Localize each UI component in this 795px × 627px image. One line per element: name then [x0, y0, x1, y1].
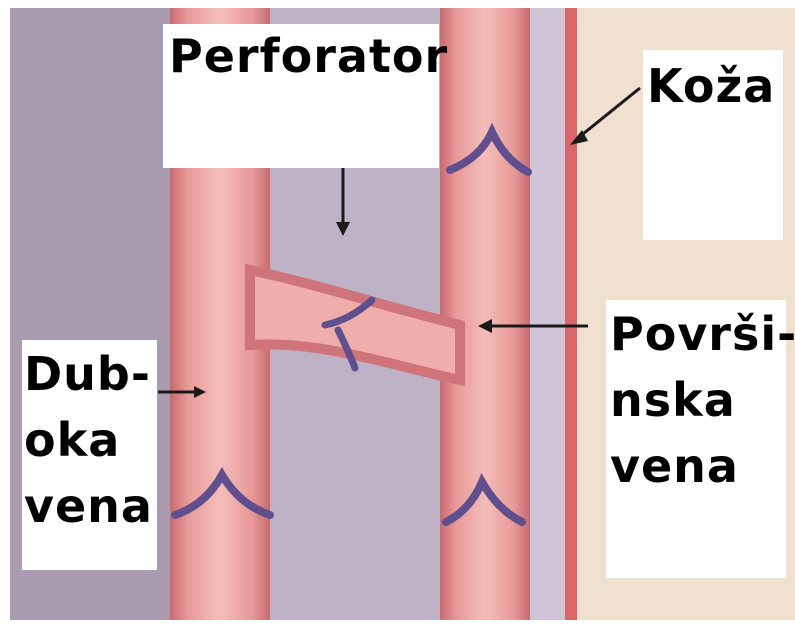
label-deep-vein-line1: Dub-	[24, 342, 151, 406]
label-deep-vein-line3: vena	[24, 474, 153, 538]
label-skin-box: Koža	[643, 50, 783, 240]
label-perforator-box: Perforator	[163, 24, 439, 168]
label-deep-vein-box: Dub- oka vena	[22, 340, 157, 570]
label-superficial-vein-line3: vena	[610, 434, 739, 498]
superficial-vein	[440, 8, 530, 620]
label-perforator: Perforator	[169, 24, 448, 88]
skin-line	[565, 8, 577, 620]
label-superficial-vein-line1: Površi-	[610, 302, 795, 366]
label-deep-vein-line2: oka	[24, 408, 120, 472]
label-superficial-vein-line2: nska	[610, 368, 736, 432]
label-skin: Koža	[647, 54, 775, 118]
label-superficial-vein-box: Površi- nska vena	[606, 300, 786, 578]
